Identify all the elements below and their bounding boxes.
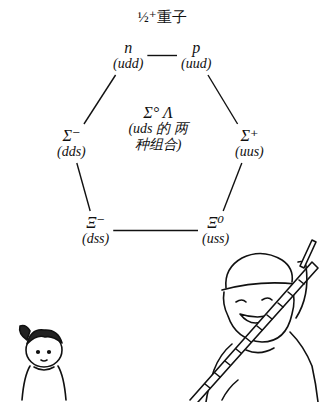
baryon-node: Ξ⁻(dss) xyxy=(82,214,109,247)
particle-symbol: p xyxy=(181,39,211,56)
particle-symbol: Σ⁺ xyxy=(235,127,264,144)
particle-symbol: Σ° Λ xyxy=(125,104,191,121)
baryon-node: Σ⁺(uus) xyxy=(235,127,264,160)
center-baryon-group: Σ° Λ(uds 的 两种组合) xyxy=(125,104,191,153)
baryon-node: p(uud) xyxy=(181,39,211,72)
title: ½⁺重子 xyxy=(0,8,324,27)
hexagon-edge xyxy=(84,75,116,124)
hexagon-edge xyxy=(113,230,198,231)
quark-content: (dss) xyxy=(82,231,109,247)
baryon-node: n(udd) xyxy=(113,39,143,72)
quark-content: (uud) xyxy=(181,56,211,72)
particle-symbol: Ξ⁰ xyxy=(202,214,229,231)
baryon-node: Ξ⁰(uss) xyxy=(202,214,229,247)
particle-symbol: n xyxy=(113,39,143,56)
quark-content: (uus) xyxy=(235,144,264,160)
quark-content: (udd) xyxy=(113,56,143,72)
hexagon-edge xyxy=(223,163,242,211)
particle-symbol: Σ⁻ xyxy=(57,127,86,144)
hexagon-edge xyxy=(208,75,238,124)
quark-content: (dds) xyxy=(57,144,86,160)
hexagon-edge xyxy=(147,55,177,56)
hexagon-edge xyxy=(77,163,90,211)
baryon-node: Σ⁻(dds) xyxy=(57,127,86,160)
quark-content: (uss) xyxy=(202,231,229,247)
particle-symbol: Ξ⁻ xyxy=(82,214,109,231)
quark-content: (uds 的 两种组合) xyxy=(125,121,191,153)
